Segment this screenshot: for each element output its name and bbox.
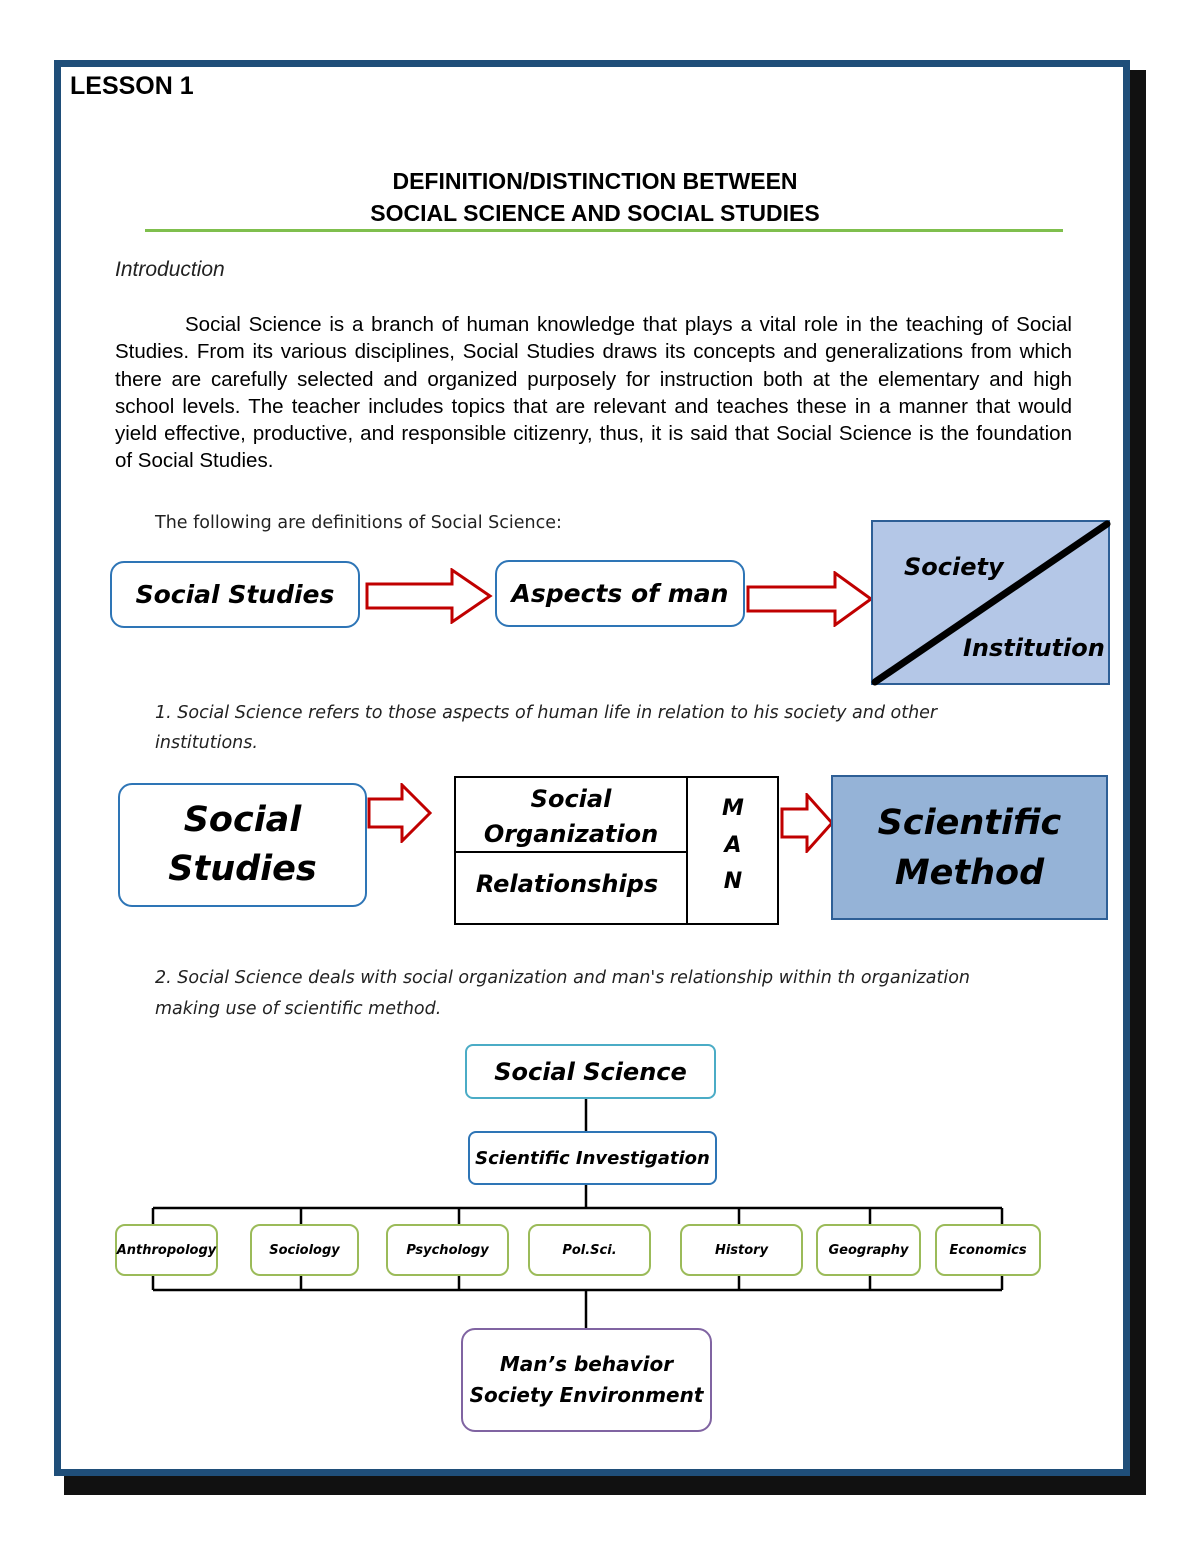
discipline-label: Pol.Sci. bbox=[562, 1242, 617, 1258]
arrow-1 bbox=[365, 568, 493, 624]
definition-1: 1. Social Science refers to those aspect… bbox=[155, 703, 938, 753]
intro-heading: Introduction bbox=[115, 258, 225, 281]
title-line-1: DEFINITION/DISTINCTION BETWEEN bbox=[392, 168, 798, 194]
arrow-3 bbox=[367, 783, 433, 843]
diagonal-divider bbox=[871, 520, 1111, 686]
discipline-label: Psychology bbox=[406, 1242, 489, 1258]
scientific-investigation-label: Scientific Investigation bbox=[475, 1147, 710, 1169]
aspects-of-man-label: Aspects of man bbox=[511, 579, 729, 608]
result-line-2: Society Environment bbox=[469, 1383, 704, 1407]
social-science-root-label: Social Science bbox=[494, 1057, 687, 1086]
scientific-method-box: Scientific Method bbox=[831, 775, 1108, 920]
studies-label: Studies bbox=[168, 849, 317, 889]
man-letter-n: N bbox=[723, 869, 743, 894]
arrow-2 bbox=[746, 571, 874, 627]
title-line-2: SOCIAL SCIENCE AND SOCIAL STUDIES bbox=[370, 200, 820, 226]
social-studies-large-box: Social Studies bbox=[118, 783, 367, 907]
man-letter-m: M bbox=[722, 796, 744, 821]
cell-organization-label: Organization bbox=[483, 820, 659, 848]
definition-2-line-1: 2. Social Science deals with social orga… bbox=[155, 968, 971, 988]
discipline-history: History bbox=[680, 1224, 803, 1276]
institution-label: Institution bbox=[963, 634, 1105, 662]
discipline-label: Anthropology bbox=[116, 1242, 217, 1258]
cell-relationships-label: Relationships bbox=[475, 870, 659, 898]
society-label: Society bbox=[904, 553, 1004, 581]
method-label: Method bbox=[894, 852, 1045, 893]
discipline-geography: Geography bbox=[816, 1224, 921, 1276]
lesson-label: LESSON 1 bbox=[70, 72, 194, 100]
discipline-psychology: Psychology bbox=[386, 1224, 509, 1276]
discipline-anthropology: Anthropology bbox=[115, 1224, 218, 1276]
aspects-of-man-box: Aspects of man bbox=[495, 560, 745, 627]
man-letter-a: A bbox=[724, 833, 742, 858]
intro-text: Social Science is a branch of human know… bbox=[115, 313, 1072, 473]
discipline-label: Geography bbox=[828, 1242, 909, 1258]
cell-social-label: Social bbox=[530, 785, 612, 813]
arrow-4 bbox=[780, 793, 835, 853]
tree-connectors bbox=[151, 1098, 1004, 1328]
title-underline bbox=[145, 229, 1063, 232]
social-science-root-box: Social Science bbox=[465, 1044, 716, 1099]
result-line-1: Man’s behavior bbox=[499, 1352, 674, 1376]
discipline-label: Sociology bbox=[269, 1242, 340, 1258]
discipline-label: Economics bbox=[949, 1242, 1027, 1258]
discipline-economics: Economics bbox=[935, 1224, 1041, 1276]
discipline-pol-sci: Pol.Sci. bbox=[528, 1224, 651, 1276]
man-table bbox=[454, 776, 779, 925]
result-box: Man’s behavior Society Environment bbox=[461, 1328, 712, 1432]
table-column-divider bbox=[686, 776, 688, 925]
discipline-sociology: Sociology bbox=[250, 1224, 359, 1276]
social-studies-box: Social Studies bbox=[110, 561, 360, 628]
table-row-divider bbox=[454, 851, 687, 853]
social-label: Social bbox=[183, 800, 302, 840]
social-studies-label: Social Studies bbox=[135, 580, 335, 609]
intro-paragraph: Social Science is a branch of human know… bbox=[115, 311, 1072, 475]
scientific-investigation-box: Scientific Investigation bbox=[468, 1131, 717, 1185]
definitions-caption: The following are definitions of Social … bbox=[155, 513, 562, 533]
definition-2-line-2: making use of scientific method. bbox=[155, 999, 442, 1019]
scientific-label: Scientific bbox=[877, 802, 1062, 843]
discipline-label: History bbox=[714, 1242, 769, 1258]
